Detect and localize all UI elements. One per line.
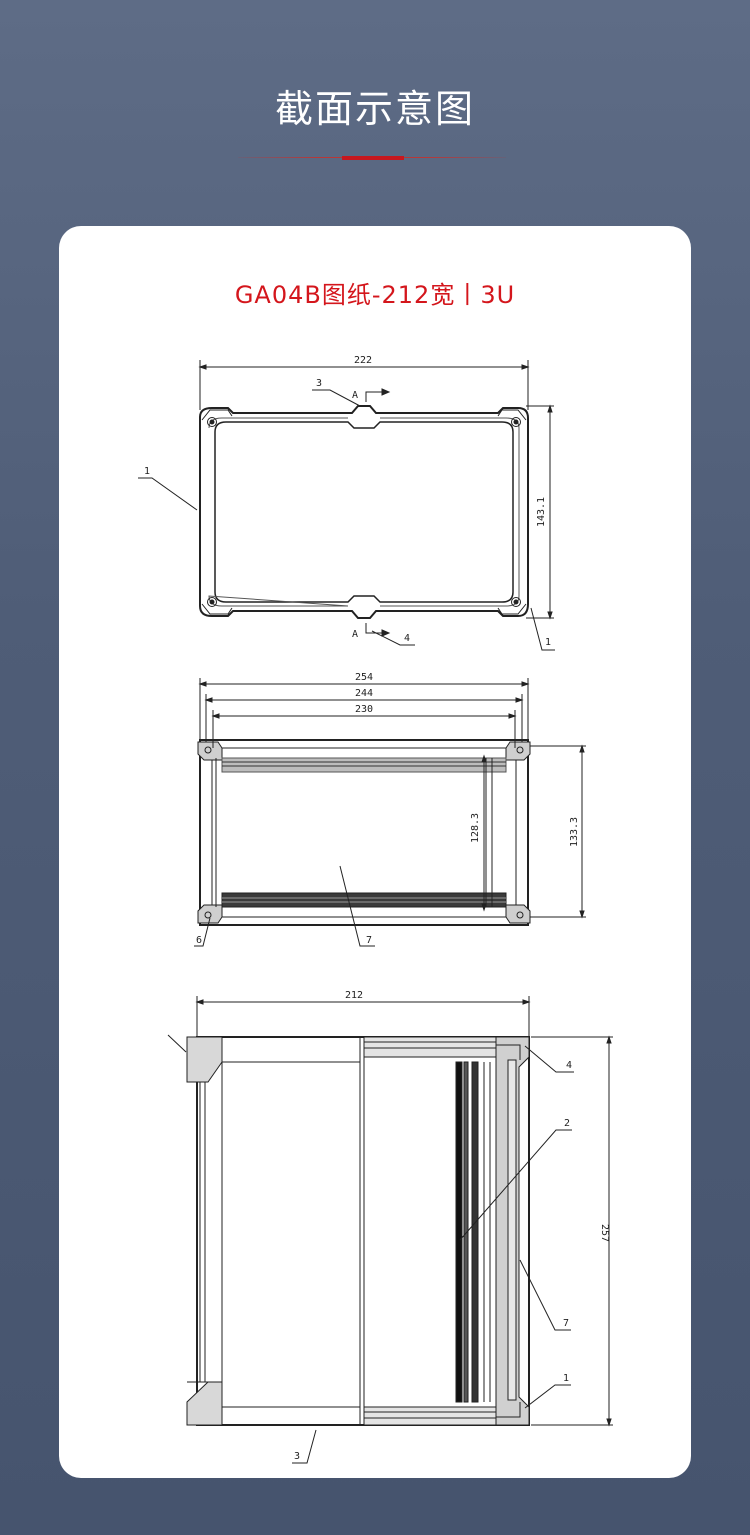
dim-front-outer-height: 133.3 [569, 817, 580, 847]
front-view [194, 678, 586, 947]
label-part-2: 2 [564, 1118, 570, 1129]
card-title: GA04B图纸-212宽丨3U [234, 281, 516, 309]
dim-side-length: 257 [599, 1224, 610, 1242]
dim-front-inner-height: 128.3 [470, 813, 481, 843]
section-mark-a-top: A [352, 390, 358, 401]
drawing-card: GA04B图纸-212宽丨3U [59, 226, 691, 1478]
dim-front-244: 244 [355, 688, 373, 699]
side-view [167, 996, 613, 1464]
title-accent-bar [342, 156, 404, 160]
label-part-1b: 1 [545, 637, 551, 648]
dim-front-254: 254 [355, 672, 373, 683]
label-part-3: 3 [316, 378, 322, 389]
section-mark-a-bottom: A [352, 629, 358, 640]
dim-side-width: 212 [345, 990, 363, 1001]
dim-front-230: 230 [355, 704, 373, 715]
label-part-6: 6 [196, 935, 202, 946]
page-title: 截面示意图 [274, 87, 475, 131]
dim-top-width: 222 [354, 355, 372, 366]
label-part-7-front: 7 [366, 935, 372, 946]
label-part-4-side: 4 [566, 1060, 572, 1071]
label-part-7-side: 7 [563, 1318, 569, 1329]
label-part-1a: 1 [144, 466, 150, 477]
dim-top-height: 143.1 [536, 497, 547, 527]
label-part-3-side: 3 [294, 1451, 300, 1462]
top-section-view [138, 360, 555, 651]
label-part-1-side: 1 [563, 1373, 569, 1384]
label-part-4: 4 [404, 633, 410, 644]
